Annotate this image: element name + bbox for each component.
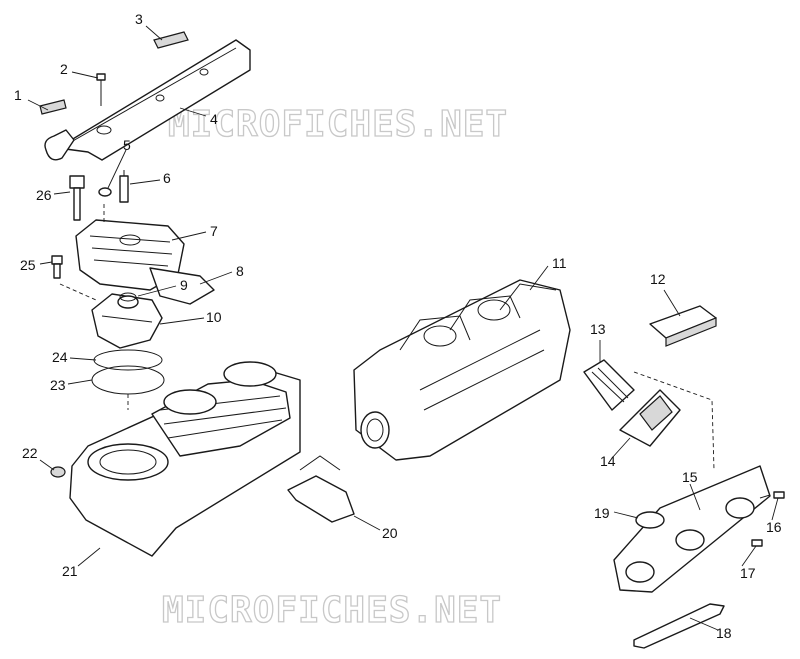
washer-part [98, 187, 112, 197]
callout-7: 7 [210, 223, 218, 239]
plug-part [50, 466, 66, 478]
callout-24: 24 [52, 349, 68, 365]
callout-14: 14 [600, 453, 616, 469]
intake-manifold-part [613, 465, 771, 593]
callout-11: 11 [552, 255, 567, 271]
sensor-part [119, 170, 129, 203]
callout-5: 5 [123, 137, 131, 153]
callout-25: 25 [20, 257, 36, 273]
callout-8: 8 [236, 263, 244, 279]
gasket-outline [299, 455, 341, 471]
reed-valve-part [583, 359, 635, 411]
decal-small-part [39, 99, 67, 115]
callout-6: 6 [163, 170, 171, 186]
callout-12: 12 [650, 271, 666, 287]
cylinder-block-part [69, 361, 301, 557]
bolt-part [69, 175, 85, 221]
callout-9: 9 [180, 277, 188, 293]
callout-3: 3 [135, 11, 143, 27]
callout-19: 19 [594, 505, 610, 521]
screw-part [96, 73, 106, 106]
callout-2: 2 [60, 61, 68, 77]
callout-1: 1 [14, 87, 22, 103]
coolant-rail-part [44, 39, 251, 161]
callout-22: 22 [22, 445, 38, 461]
callout-4: 4 [210, 111, 218, 127]
callout-16: 16 [766, 519, 782, 535]
callout-13: 13 [590, 321, 606, 337]
callout-20: 20 [382, 525, 398, 541]
callout-17: 17 [740, 565, 756, 581]
water-cover-part [91, 293, 163, 349]
small-o-ring-part [119, 292, 137, 302]
o-ring-part [93, 349, 163, 371]
manifold-short-bolt-part [751, 539, 763, 547]
callout-21: 21 [62, 563, 78, 579]
wedge-part [619, 389, 681, 447]
crankcase-part [353, 279, 571, 461]
pad-part [649, 305, 717, 347]
leader-lines [27, 25, 779, 631]
watermark-top: MICROFICHES.NET [168, 104, 508, 145]
base-gasket-part [287, 475, 355, 523]
callout-15: 15 [682, 469, 698, 485]
watermark-bottom: MICROFICHES.NET [162, 590, 502, 631]
intake-gasket-part [635, 511, 665, 529]
callout-10: 10 [206, 309, 222, 325]
callout-26: 26 [36, 187, 52, 203]
manifold-bolt-part [759, 491, 785, 499]
callout-18: 18 [716, 625, 732, 641]
strap-part [633, 603, 725, 649]
gasket-part [149, 267, 215, 305]
short-bolt-part [51, 255, 63, 279]
decal-part [153, 31, 189, 49]
callout-23: 23 [50, 377, 66, 393]
